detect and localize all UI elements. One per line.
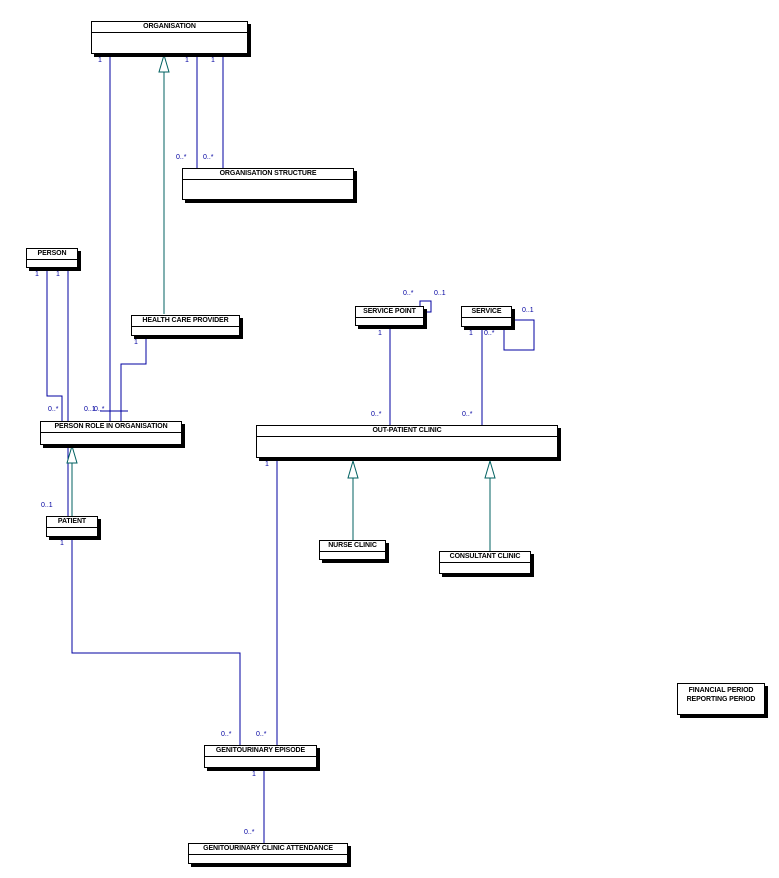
class-person-role-in-organisation[interactable]: PERSON ROLE IN ORGANISATION xyxy=(40,421,182,445)
gen-consultant-clinic-arrow xyxy=(484,459,496,479)
gen-nurse-clinic-arrow xyxy=(347,459,359,479)
class-genitourinary-episode[interactable]: GENITOURINARY EPISODE xyxy=(204,745,317,768)
class-financial-period-label: FINANCIAL PERIOD xyxy=(688,687,754,694)
class-nurse-clinic-label: NURSE CLINIC xyxy=(320,541,385,552)
mult-person-b: 1 xyxy=(56,271,60,278)
mult-org-struct-a-org: 1 xyxy=(185,57,189,64)
class-genitourinary-episode-label: GENITOURINARY EPISODE xyxy=(205,746,316,757)
mult-clinic-from-service-point: 0..* xyxy=(371,411,382,418)
assoc-patient-episode xyxy=(71,538,241,745)
class-service-point[interactable]: SERVICE POINT xyxy=(355,306,424,326)
class-service-point-label: SERVICE POINT xyxy=(356,307,423,318)
mult-patient-to-episode: 1 xyxy=(60,540,64,547)
class-service[interactable]: SERVICE xyxy=(461,306,512,327)
assoc-person-role-a xyxy=(46,269,63,421)
mult-org-struct-b-org: 1 xyxy=(211,57,215,64)
class-reporting-period-label: REPORTING PERIOD xyxy=(686,696,756,703)
mult-episode-to-attendance: 1 xyxy=(252,771,256,778)
mult-clinic-from-service: 0..* xyxy=(462,411,473,418)
gen-hcp-organisation-arrow xyxy=(158,53,170,73)
class-person-label: PERSON xyxy=(27,249,77,260)
mult-role-from-hcp: 0..* xyxy=(94,406,105,413)
class-person-role-in-organisation-label: PERSON ROLE IN ORGANISATION xyxy=(41,422,181,433)
class-health-care-provider[interactable]: HEALTH CARE PROVIDER xyxy=(131,315,240,336)
gen-patient-person-role-arrow xyxy=(66,444,78,464)
mult-clinic-to-episode: 1 xyxy=(265,461,269,468)
class-patient[interactable]: PATIENT xyxy=(46,516,98,537)
class-out-patient-clinic-label: OUT-PATIENT CLINIC xyxy=(257,426,557,437)
class-organisation-label: ORGANISATION xyxy=(92,22,247,33)
mult-org-to-role: 1 xyxy=(98,57,102,64)
mult-patient-to-person: 0..1 xyxy=(41,502,53,509)
class-genitourinary-clinic-attendance[interactable]: GENITOURINARY CLINIC ATTENDANCE xyxy=(188,843,348,864)
class-genitourinary-clinic-attendance-label: GENITOURINARY CLINIC ATTENDANCE xyxy=(189,844,347,855)
mult-service-point-self-many: 0..* xyxy=(403,290,414,297)
mult-service-point-to-clinic: 1 xyxy=(378,330,382,337)
mult-attendance-from-episode: 0..* xyxy=(244,829,255,836)
mult-hcp-side: 1 xyxy=(134,339,138,346)
mult-service-point-self-one: 0..1 xyxy=(434,290,446,297)
mult-org-struct-a-struct: 0..* xyxy=(176,154,187,161)
class-out-patient-clinic[interactable]: OUT-PATIENT CLINIC xyxy=(256,425,558,458)
mult-org-struct-b-struct: 0..* xyxy=(203,154,214,161)
mult-person-a: 1 xyxy=(35,271,39,278)
assoc-hcp-person-role xyxy=(120,337,147,421)
mult-role-from-org: 0..1 xyxy=(84,406,96,413)
class-financial-period-reporting-period[interactable]: FINANCIAL PERIOD REPORTING PERIOD xyxy=(677,683,765,715)
mult-service-to-clinic: 1 xyxy=(469,330,473,337)
class-consultant-clinic-label: CONSULTANT CLINIC xyxy=(440,552,530,563)
mult-episode-from-patient: 0..* xyxy=(221,731,232,738)
assoc-service-self xyxy=(503,319,535,351)
class-consultant-clinic[interactable]: CONSULTANT CLINIC xyxy=(439,551,531,574)
class-organisation[interactable]: ORGANISATION xyxy=(91,21,248,54)
class-person[interactable]: PERSON xyxy=(26,248,78,268)
class-patient-label: PATIENT xyxy=(47,517,97,528)
class-organisation-structure-label: ORGANISATION STRUCTURE xyxy=(183,169,353,180)
mult-episode-from-clinic: 0..* xyxy=(256,731,267,738)
assoc-service-point-self xyxy=(419,300,432,313)
class-health-care-provider-label: HEALTH CARE PROVIDER xyxy=(132,316,239,327)
class-service-label: SERVICE xyxy=(462,307,511,318)
class-nurse-clinic[interactable]: NURSE CLINIC xyxy=(319,540,386,560)
class-organisation-structure[interactable]: ORGANISATION STRUCTURE xyxy=(182,168,354,200)
mult-service-self-one: 0..1 xyxy=(522,307,534,314)
mult-service-self-many: 0..* xyxy=(484,330,495,337)
mult-person-role-a: 0..* xyxy=(48,406,59,413)
